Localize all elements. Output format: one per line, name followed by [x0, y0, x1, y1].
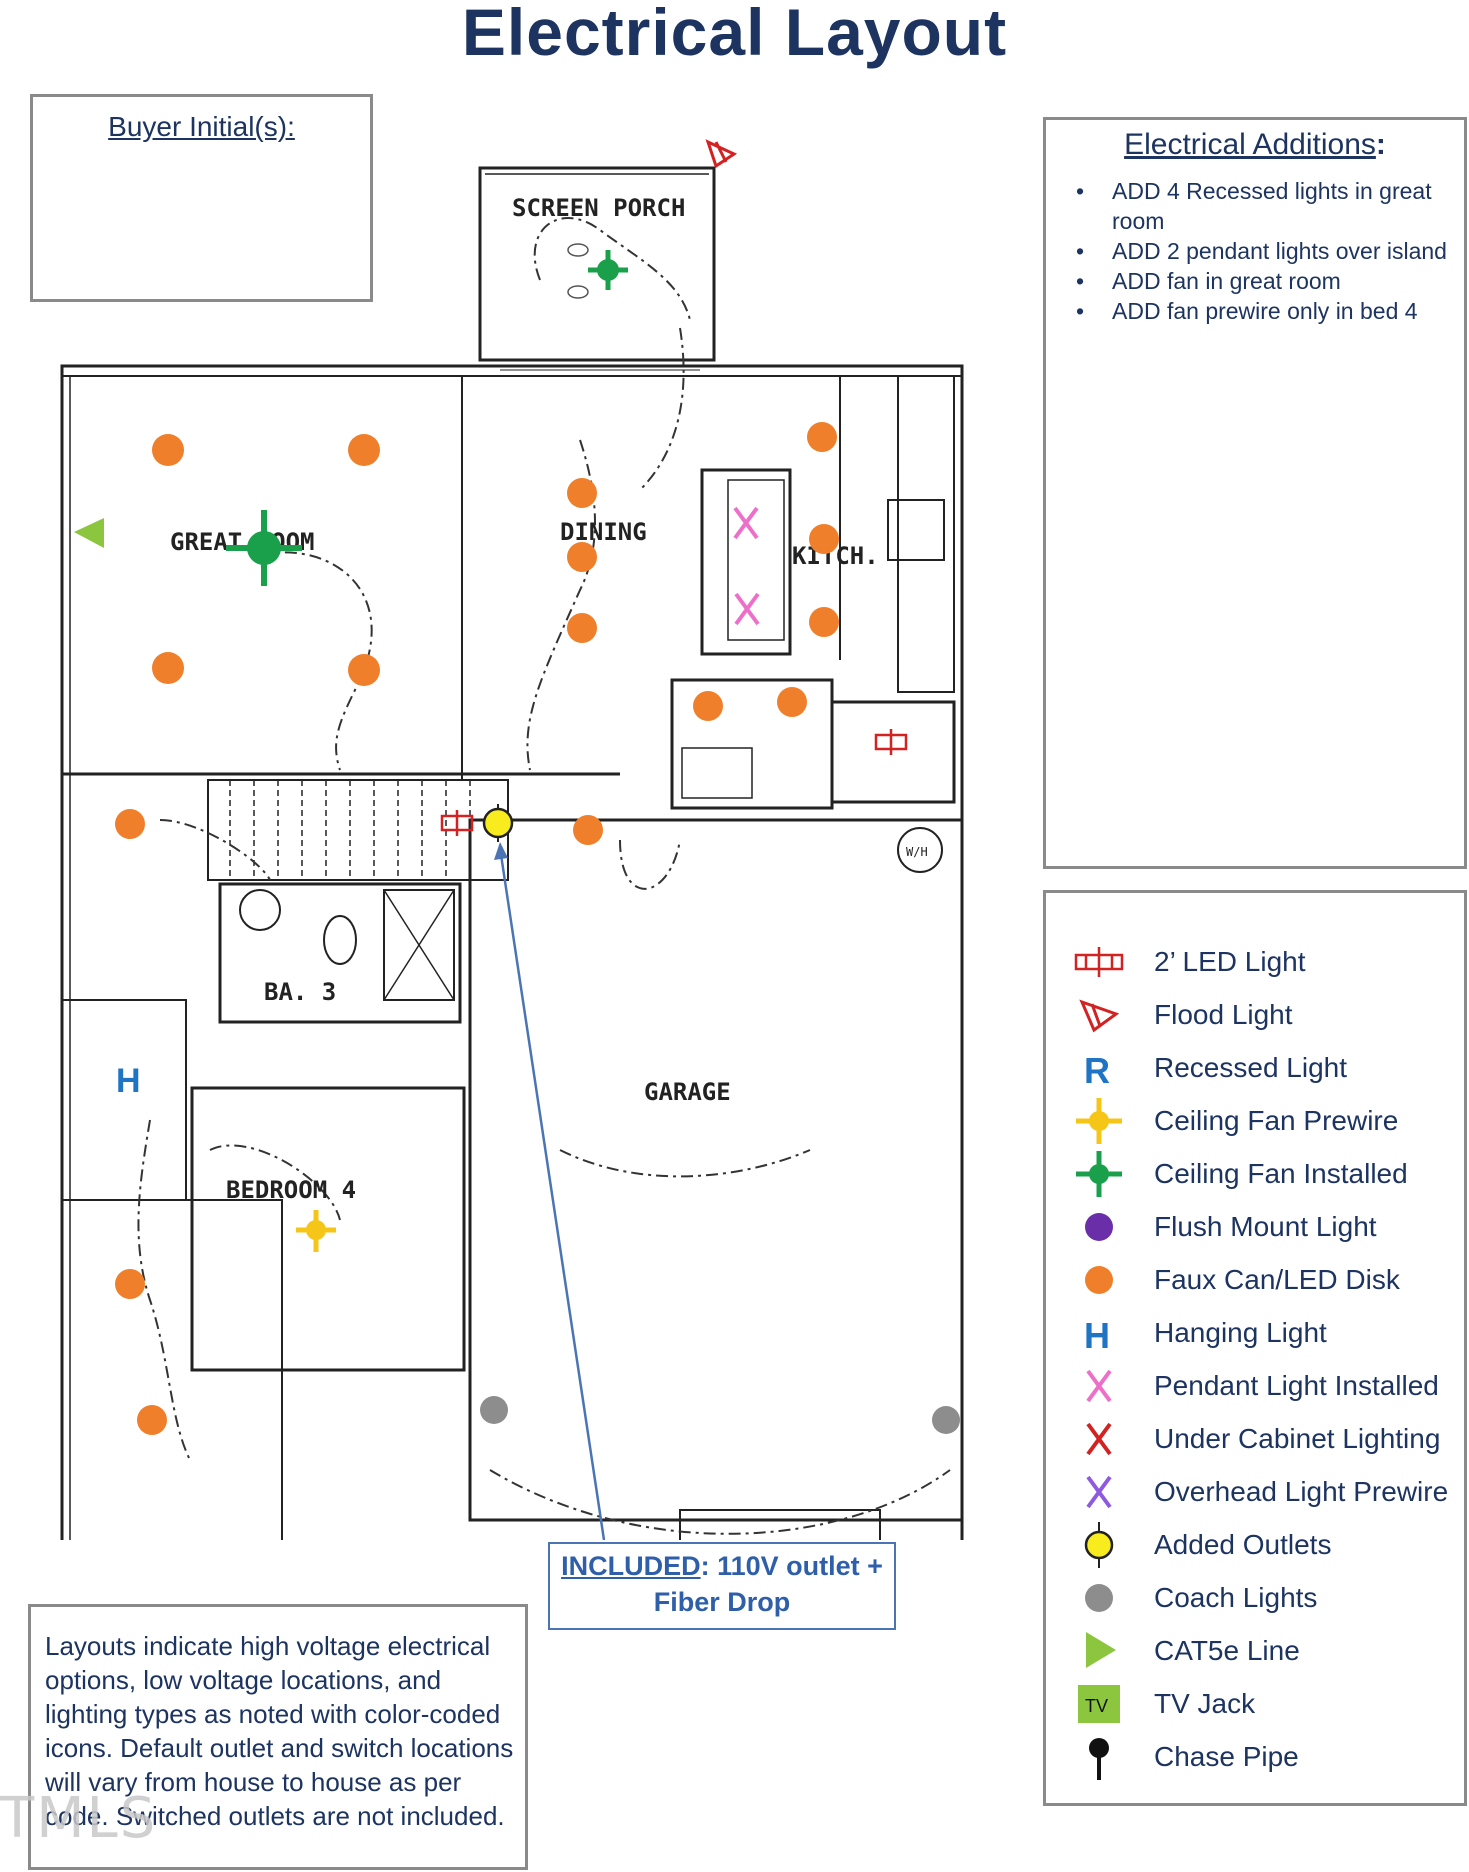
buyer-initials-box[interactable]: Buyer Initial(s):	[30, 94, 373, 302]
legend-item: Chase Pipe	[1072, 1732, 1462, 1782]
legend-item: CAT5e Line	[1072, 1626, 1462, 1676]
legend-item: Flood Light	[1072, 990, 1462, 1040]
pendant-light-installed-icon	[734, 592, 760, 626]
coach-lights-icon	[1085, 1584, 1113, 1612]
faux-can-icon	[152, 434, 184, 466]
faux-can-led-disk-icon	[1085, 1266, 1113, 1294]
overhead-light-prewire-icon	[1086, 1475, 1112, 1509]
page-title: Electrical Layout	[461, 0, 1008, 69]
faux-can-icon	[115, 1269, 145, 1299]
ceiling-fan-prewire-icon	[296, 1210, 336, 1252]
faux-can-icon	[152, 652, 184, 684]
faux-can-icon	[567, 613, 597, 643]
addition-item: ADD 4 Recessed lights in great room	[1076, 176, 1450, 236]
legend-item: Coach Lights	[1072, 1573, 1462, 1623]
faux-can-icon	[807, 422, 837, 452]
addition-item: ADD fan prewire only in bed 4	[1076, 296, 1450, 326]
room-label-garage: GARAGE	[644, 1078, 731, 1106]
faux-can-icon	[777, 687, 807, 717]
cat5e-line-icon	[74, 518, 104, 548]
led-light-icon	[440, 810, 474, 836]
legend-item: Added Outlets	[1072, 1520, 1462, 1570]
room-label-screen-porch: SCREEN PORCH	[512, 194, 685, 222]
added-outlets-icon	[1084, 1522, 1114, 1568]
legend-item: Ceiling Fan Installed	[1072, 1149, 1462, 1199]
cat5e-line-icon	[1086, 1632, 1116, 1668]
electrical-additions-box: Electrical Additions: ADD 4 Recessed lig…	[1043, 117, 1467, 869]
room-label-bedroom: BEDROOM 4	[226, 1176, 356, 1204]
water-heater-label: W/H	[906, 845, 928, 859]
legend-item: Overhead Light Prewire	[1072, 1467, 1462, 1517]
electrical-additions-title: Electrical Additions:	[1124, 128, 1386, 161]
ceiling-fan-installed-icon	[226, 510, 302, 586]
faux-can-icon	[567, 478, 597, 508]
screen-porch-outline	[478, 166, 716, 362]
note-text: Layouts indicate high voltage electrical…	[45, 1631, 514, 1831]
faux-can-icon	[348, 654, 380, 686]
flood-light-icon	[705, 139, 738, 169]
legend-item: Pendant Light Installed	[1072, 1361, 1462, 1411]
hanging-light-icon: H	[1084, 1315, 1110, 1356]
legend-item: TV TV Jack	[1072, 1679, 1462, 1729]
legend-item: Faux Can/LED Disk	[1072, 1255, 1462, 1305]
faux-can-icon	[348, 434, 380, 466]
faux-can-markers	[115, 422, 839, 1435]
svg-text:TV: TV	[1085, 1696, 1108, 1716]
tv-jack-icon: TV	[1078, 1685, 1120, 1723]
callout-arrow	[494, 842, 606, 1540]
watermark: TMLS	[0, 1786, 158, 1851]
legend-item: Ceiling Fan Prewire	[1072, 1096, 1462, 1146]
coach-lights-icon	[480, 1396, 508, 1424]
svg-text:H: H	[1084, 1315, 1110, 1356]
included-callout: INCLUDED: 110V outlet + Fiber Drop	[548, 1542, 896, 1630]
faux-can-icon	[693, 691, 723, 721]
ceiling-fan-prewire-icon	[1076, 1098, 1122, 1144]
buyer-initials-label: Buyer Initial(s):	[108, 111, 295, 142]
faux-can-icon	[809, 524, 839, 554]
ceiling-fan-installed-icon	[588, 250, 628, 290]
chase-pipe-icon	[1089, 1738, 1109, 1780]
faux-can-icon	[809, 607, 839, 637]
legend-item: H Hanging Light	[1072, 1308, 1462, 1358]
callout-prefix: INCLUDED	[561, 1551, 701, 1581]
callout-line1: : 110V outlet +	[700, 1551, 883, 1581]
faux-can-icon	[137, 1405, 167, 1435]
legend-box: 2’ LED Light Flood Light R Recessed Ligh…	[1043, 890, 1467, 1806]
floor-plan: SCREEN PORCH GREAT ROOM DINING KITCH. BA…	[60, 139, 964, 1540]
hanging-light-icon: H	[116, 1062, 141, 1100]
faux-can-icon	[567, 542, 597, 572]
note-box: Layouts indicate high voltage electrical…	[28, 1604, 528, 1870]
svg-text:R: R	[1084, 1050, 1110, 1091]
addition-item: ADD fan in great room	[1076, 266, 1450, 296]
flood-light-icon	[1079, 999, 1120, 1033]
pendant-light-installed-icon	[733, 506, 759, 540]
pendant-light-installed-icon	[1086, 1369, 1112, 1403]
addition-item: ADD 2 pendant lights over island	[1076, 236, 1450, 266]
legend-item: Flush Mount Light	[1072, 1202, 1462, 1252]
led-light-icon	[874, 729, 908, 755]
electrical-additions-list: ADD 4 Recessed lights in great room ADD …	[1076, 176, 1450, 326]
legend-item: 2’ LED Light	[1072, 937, 1462, 987]
callout-line2: Fiber Drop	[653, 1587, 791, 1617]
ceiling-fan-installed-icon	[1076, 1151, 1122, 1197]
under-cabinet-lighting-icon	[1086, 1422, 1112, 1456]
faux-can-icon	[573, 815, 603, 845]
coach-lights-icon	[932, 1406, 960, 1434]
room-label-great-room: GREAT ROOM	[170, 528, 315, 556]
legend-item: Under Cabinet Lighting	[1072, 1414, 1462, 1464]
room-label-dining: DINING	[560, 518, 647, 546]
recessed-light-icon: R	[1084, 1050, 1110, 1091]
flush-mount-light-icon	[1085, 1213, 1113, 1241]
faux-can-icon	[115, 809, 145, 839]
added-outlets-icon	[482, 804, 514, 842]
room-label-bath: BA. 3	[264, 978, 336, 1006]
led-light-icon	[1074, 947, 1124, 977]
legend-item: R Recessed Light	[1072, 1043, 1462, 1093]
